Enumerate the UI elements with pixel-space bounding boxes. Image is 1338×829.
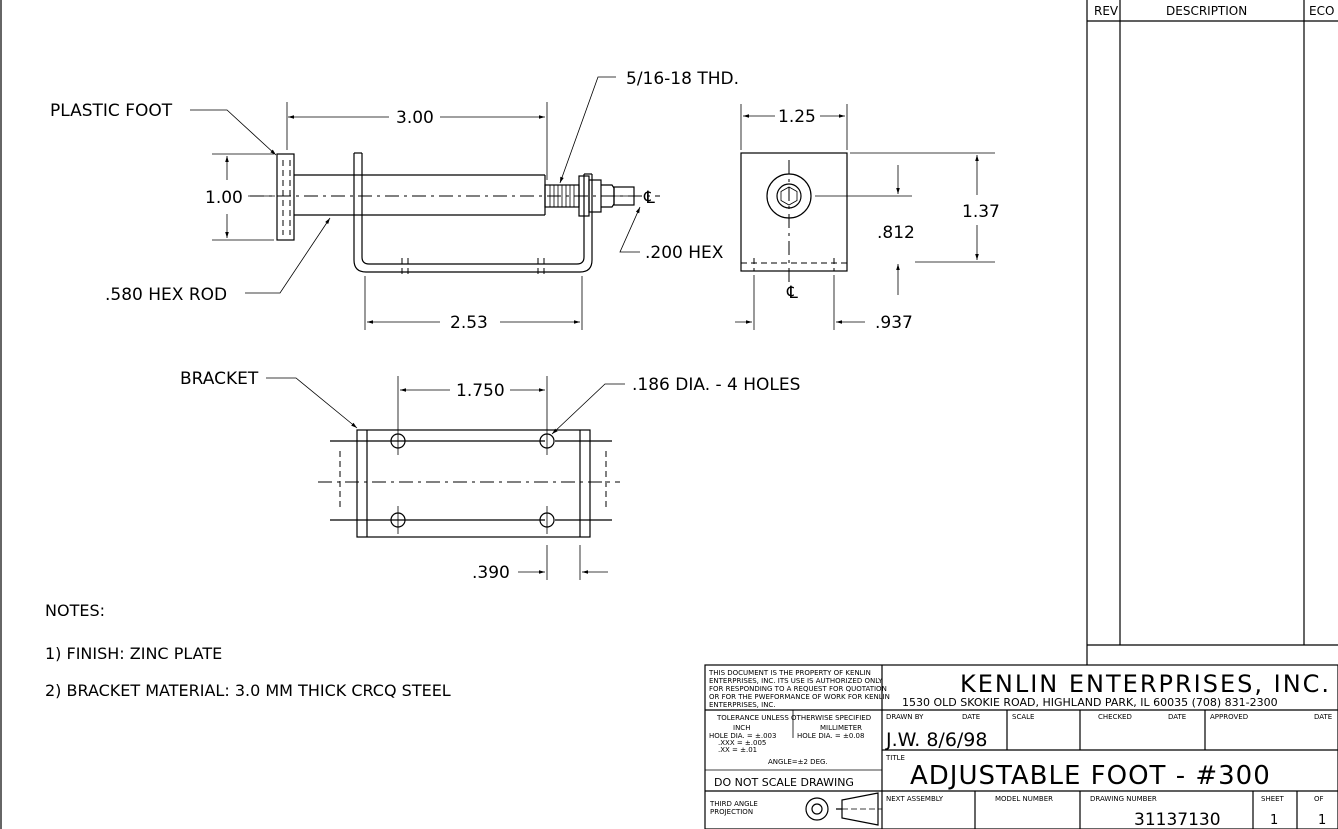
of-number: 1	[1318, 813, 1326, 828]
description-header: DESCRIPTION	[1166, 4, 1247, 18]
projection-line-1: THIRD ANGLE	[709, 800, 758, 808]
next-assembly-label: NEXT ASSEMBLY	[886, 795, 944, 803]
end-view-square	[740, 152, 848, 272]
sheet-label: SHEET	[1261, 795, 1285, 803]
drawn-by-value: J.W. 8/6/98	[885, 729, 988, 751]
bracket-view: 1.750 .390 BRACKET .186 DIA. - 4 HOLES	[180, 369, 800, 583]
plastic-foot-shape	[276, 153, 295, 241]
proprietary-line-1: THIS DOCUMENT IS THE PROPERTY OF KENLIN	[708, 669, 871, 677]
angle-tolerance: ANGLE=±2 DEG.	[768, 758, 828, 766]
centerline-symbol-end: ℄	[786, 283, 798, 303]
company-address: 1530 OLD SKOKIE ROAD, HIGHLAND PARK, IL …	[902, 696, 1278, 709]
title-block: THIS DOCUMENT IS THE PROPERTY OF KENLIN …	[704, 664, 1338, 829]
dim-bracket-length: 2.53	[450, 313, 488, 333]
drawing-number-label: DRAWING NUMBER	[1090, 795, 1157, 803]
dim-end-offset: .937	[875, 313, 913, 333]
tol-inch-xx: .XX = ±.01	[718, 746, 757, 754]
sheet-number: 1	[1270, 813, 1278, 828]
tolerance-header: TOLERANCE UNLESS OTHERWISE SPECIFIED	[716, 714, 871, 722]
revision-table: REV DESCRIPTION ECO	[1086, 0, 1338, 665]
tol-inch-xxx: .XXX = ±.005	[718, 739, 766, 747]
dim-edge-offset: .390	[472, 563, 510, 583]
callout-thread: 5/16-18 THD.	[626, 69, 739, 89]
dim-center-height: .812	[877, 223, 915, 243]
title-label: TITLE	[885, 754, 905, 762]
centerline-symbol-side: ℄	[643, 188, 655, 208]
projection-line-2: PROJECTION	[710, 808, 753, 816]
approved-date-label: DATE	[1314, 713, 1332, 721]
mm-label: MILLIMETER	[820, 724, 862, 732]
dim-overall-length: 3.00	[396, 108, 434, 128]
tol-mm-hole: HOLE DIA. = ±0.08	[797, 732, 864, 740]
end-view: ℄ 1.25 1.37 .812 .937	[735, 104, 1000, 333]
dim-end-width: 1.25	[778, 107, 816, 127]
proprietary-line-2: ENTERPRISES, INC. ITS USE IS AUTHORIZED …	[709, 677, 883, 685]
third-angle-projection-icon	[805, 792, 882, 826]
scale-label: SCALE	[1012, 713, 1034, 721]
callout-hex-rod: .580 HEX ROD	[105, 285, 227, 305]
dim-foot-height: 1.00	[205, 188, 243, 208]
model-number-label: MODEL NUMBER	[995, 795, 1053, 803]
company-name: KENLIN ENTERPRISES, INC.	[960, 670, 1331, 698]
drawn-date-label: DATE	[962, 713, 980, 721]
notes: NOTES: 1) FINISH: ZINC PLATE 2) BRACKET …	[45, 601, 451, 700]
note-1: 1) FINISH: ZINC PLATE	[45, 644, 222, 663]
bracket-plate-outline	[356, 429, 591, 538]
drawn-by-label: DRAWN BY	[886, 713, 924, 721]
of-label: OF	[1314, 795, 1324, 803]
dim-hole-spacing: 1.750	[456, 381, 505, 401]
callout-bracket: BRACKET	[180, 369, 259, 389]
proprietary-line-4: OR FOR THE PWEFORMANCE OF WORK FOR KENLI…	[709, 693, 890, 701]
inch-label: INCH	[733, 724, 750, 732]
callout-hex: .200 HEX	[645, 243, 724, 263]
notes-heading: NOTES:	[45, 601, 105, 620]
callout-plastic-foot: PLASTIC FOOT	[50, 101, 173, 121]
dim-end-height: 1.37	[962, 202, 1000, 222]
callout-holes: .186 DIA. - 4 HOLES	[632, 375, 800, 395]
tol-inch-hole: HOLE DIA. = ±.003	[709, 732, 776, 740]
drawing-number: 31137130	[1134, 810, 1221, 829]
bracket-u-shape	[353, 153, 593, 273]
side-view: ℄ 3.00 1.00 2.53 PLASTIC FOOT 5/16-18 TH…	[50, 69, 739, 333]
eco-header: ECO	[1309, 4, 1334, 18]
do-not-scale: DO NOT SCALE DRAWING	[714, 776, 854, 789]
approved-label: APPROVED	[1210, 713, 1248, 721]
checked-date-label: DATE	[1168, 713, 1186, 721]
drawing-title: ADJUSTABLE FOOT - #300	[910, 761, 1271, 791]
proprietary-line-5: ENTERPRISES, INC.	[709, 701, 776, 709]
checked-label: CHECKED	[1098, 713, 1132, 721]
note-2: 2) BRACKET MATERIAL: 3.0 MM THICK CRCQ S…	[45, 681, 451, 700]
rev-header: REV	[1094, 4, 1119, 18]
proprietary-line-3: FOR RESPONDING TO A REQUEST FOR QUOTATIO…	[709, 685, 887, 693]
